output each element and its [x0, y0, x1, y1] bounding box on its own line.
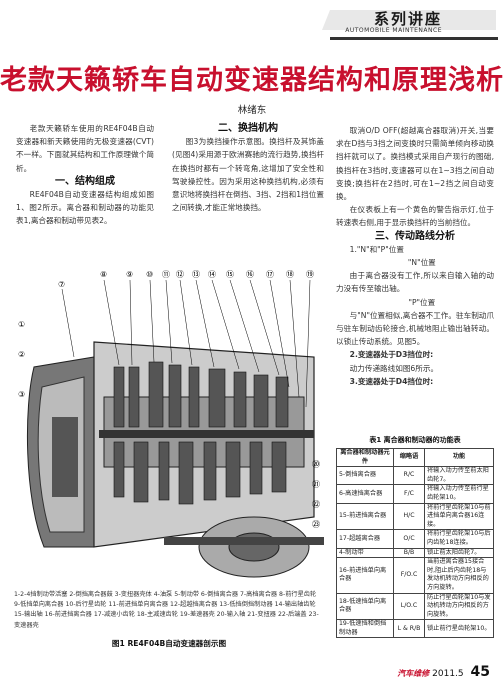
callout-label: ①	[18, 320, 25, 329]
issue-number: 2011.5	[432, 669, 464, 679]
article-title: 老款天籁轿车自动变速器结构和原理浅析	[0, 65, 504, 96]
page-footer: 汽车维修 2011.5 45	[397, 664, 490, 680]
structure-paragraph: RE4F04B自动变速器结构组成如图1、图2所示。离合器和制动器的功能见表1,离…	[16, 190, 154, 226]
page-number: 45	[470, 664, 490, 680]
cell: 18-低速挡单向离合器	[336, 592, 394, 621]
callout-label: ③	[18, 390, 25, 399]
column-3: 取消O/D OFF(超越离合器取消)开关,当要求在D挡与3挡之间变换时只需简单倾…	[336, 124, 494, 388]
cell: 6-高速挡离合器	[336, 484, 394, 504]
cell: R/C	[393, 466, 425, 486]
heading-structure: 一、结构组成	[55, 175, 115, 187]
callout-label: ②	[18, 350, 25, 359]
shift-paragraph: 图3为换挡操作示意图。换挡杆及其饰盖(见图4)采用源于欧洲赛驰的流行趋势,换挡杆…	[172, 137, 324, 213]
transmission-cutaway-figure: ⑦ ⑧ ⑨ ⑩ ⑪ ⑫ ⑬ ⑭ ⑮ ⑯ ⑰ ⑱ ⑲ ① ② ③ ⑳ ㉑ ㉒ ㉓	[14, 247, 324, 587]
section-header-graphic	[322, 10, 496, 30]
callout-label: ⑧	[100, 270, 107, 279]
cell: 17-超越离合器	[336, 529, 394, 549]
cell: 将输入动力传至前行星齿轮架10。	[424, 484, 494, 504]
intro-paragraph: 老款天籁轿车使用的RE4F04B自动变速器和新天籁使用的无极变速器(CVT)不一…	[16, 124, 154, 173]
subheading-d4: 3.变速器处于D4挡位时:	[349, 376, 434, 386]
cell: 4-制动带	[336, 547, 394, 559]
subheading-p: "P"位置	[408, 297, 436, 307]
cell: 15-前进挡离合器	[336, 502, 394, 531]
callout-label: ⑪	[162, 270, 170, 279]
cell: 将前行星齿轮架10与前进挡单向离合器16连接。	[424, 502, 494, 531]
table-caption: 表1 离合器和制动器的功能表	[369, 436, 461, 444]
cell: 锁止前行星齿轮架10。	[424, 619, 494, 639]
section-subtitle: AUTOMOBILE MAINTENANCE	[345, 27, 442, 34]
cell: 16-前进挡单向离合器	[336, 557, 394, 594]
indicator-paragraph: 在仪表板上有一个黄色的警告指示灯,位于转速表右侧,用于显示换挡杆的当前挡位。	[336, 205, 494, 228]
cell: B/B	[393, 547, 425, 559]
od-off-paragraph: 取消O/D OFF(超越离合器取消)开关,当要求在D挡与3挡之间变换时只需简单倾…	[336, 126, 494, 202]
cell: 19-低速挡和倒挡制动器	[336, 619, 394, 639]
cell: L & R/B	[393, 619, 425, 639]
callout-label: ⑲	[306, 270, 314, 279]
callout-label: ⑮	[226, 270, 234, 279]
callout-label: ⑬	[192, 270, 200, 279]
cell: 将前行星齿轮架10与后内齿轮18连接。	[424, 529, 494, 549]
figure-legend: 1-2-4挡制动带活塞 2-倒挡离合器鼓 3-变扭器壳体 4-油泵 5-制动带 …	[14, 591, 319, 629]
callout-label: ⑫	[176, 270, 184, 279]
article-author: 林绪东	[237, 105, 267, 116]
d3-paragraph: 动力传递路线如图6所示。	[349, 363, 439, 373]
cell: F/C	[393, 484, 425, 504]
table-header: 离合器和制动器元件	[336, 447, 394, 468]
p-paragraph: 与"N"位置相似,离合器不工作。驻车制动爪与驻车制动齿轮接合,机械地阻止输出轴转…	[336, 310, 494, 347]
callout-label: ⑭	[208, 270, 216, 279]
column-2: 二、换挡机构 图3为换挡操作示意图。换挡杆及其饰盖(见图4)采用源于欧洲赛驰的流…	[172, 122, 324, 214]
table-header: 缩略语	[393, 447, 425, 468]
callout-label: ⑯	[246, 270, 254, 279]
cell: F/O.C	[393, 557, 425, 594]
cell: L/O.C	[393, 592, 425, 621]
heading-power-path: 三、传动路线分析	[375, 230, 455, 242]
n-paragraph: 由于离合器没有工作,所以来自输入轴的动力没有传至输出轴。	[336, 271, 494, 294]
callout-label: ㉓	[312, 520, 320, 529]
heading-shift-mechanism: 二、换挡机构	[218, 123, 278, 134]
callout-label: ⑩	[146, 270, 153, 279]
cell: 5-倒挡离合器	[336, 466, 394, 486]
callout-label: ⑱	[286, 270, 294, 279]
cell: 锁止前太阳齿轮7。	[424, 547, 494, 559]
callout-label: ⑳	[312, 460, 320, 469]
subheading-n: "N"位置	[407, 258, 436, 268]
section-title: 系列讲座	[373, 10, 442, 28]
callout-label: ⑰	[266, 270, 274, 279]
table-header: 功能	[424, 447, 494, 468]
cell: O/C	[393, 529, 425, 549]
cell: H/C	[393, 502, 425, 531]
callout-label: ⑨	[126, 270, 133, 279]
callout-label: ㉒	[312, 500, 320, 509]
subheading-np: 1."N"和"P"位置	[349, 244, 404, 254]
column-1: 老款天籁轿车使用的RE4F04B自动变速器和新天籁使用的无极变速器(CVT)不一…	[16, 122, 154, 228]
cell: 防止行星齿轮架10与发动机转动方向相反的方向旋转。	[424, 592, 494, 621]
figure-caption: 图1 RE4F04B自动变速器剖示图	[111, 639, 227, 648]
cell: 当前进离合器15接合时,阻止后内齿轮18与发动机转动方向相反的方向旋转。	[424, 557, 494, 594]
subheading-d3: 2.变速器处于D3挡位时:	[349, 350, 434, 360]
magazine-name: 汽车维修	[397, 669, 430, 678]
header-rule	[330, 37, 498, 40]
callout-label: ⑦	[58, 280, 65, 289]
cell: 将输入动力传至前太阳齿轮7。	[424, 466, 494, 486]
callout-label: ㉑	[312, 480, 320, 489]
